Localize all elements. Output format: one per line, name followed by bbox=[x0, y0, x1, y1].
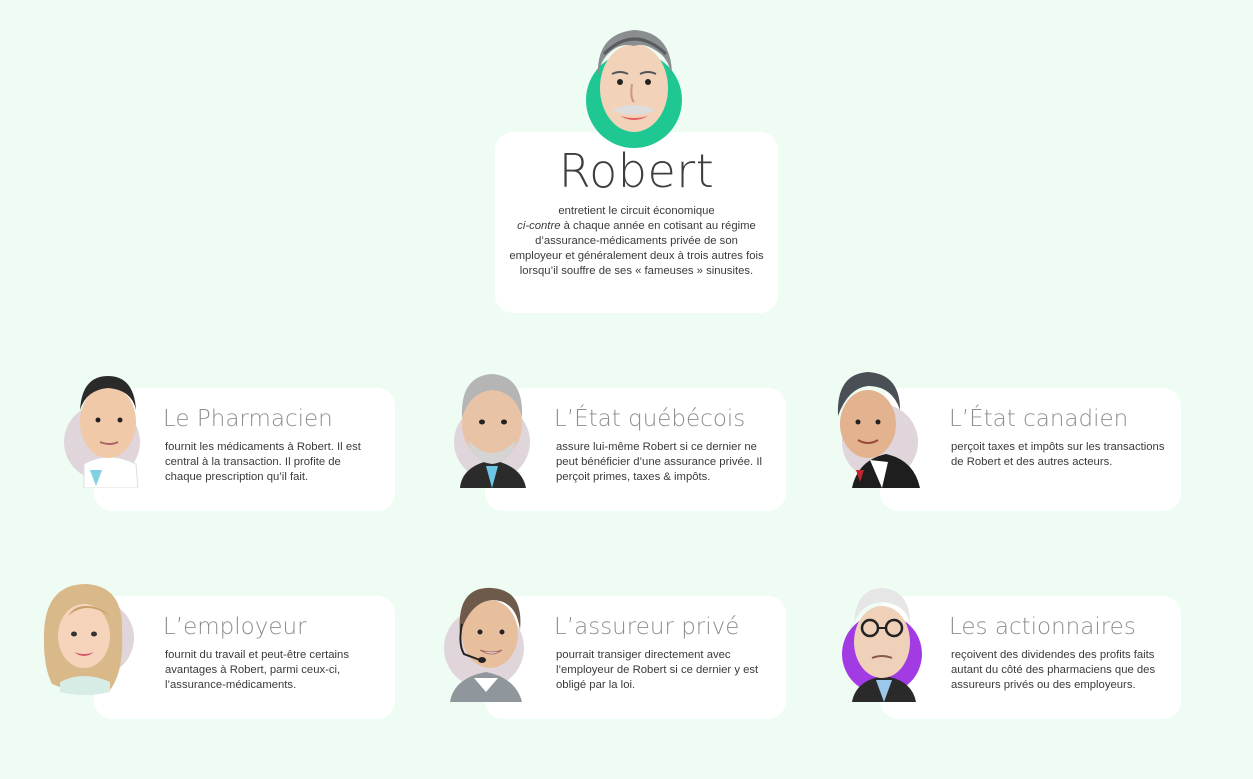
etat-quebecois-desc: assure lui-même Robert si ce dernier ne … bbox=[556, 441, 762, 483]
card-assureur-prive: L’assureur privé pourrait transiger dire… bbox=[485, 596, 786, 719]
employeur-desc: fournit du travail et peut-être certains… bbox=[165, 649, 349, 691]
robert-desc-italic: ci-contre bbox=[517, 220, 561, 232]
robert-description: entretient le circuit économique ci-cont… bbox=[509, 204, 764, 279]
etat-quebecois-title: L’État québécois bbox=[554, 406, 746, 432]
robert-desc-rest: à chaque année en cotisant au régime d’a… bbox=[509, 220, 764, 277]
card-employeur: L’employeur fournit du travail et peut-ê… bbox=[94, 596, 395, 719]
pharmacien-portrait bbox=[64, 376, 140, 488]
card-etat-canadien: L’État canadien perçoit taxes et impôts … bbox=[880, 388, 1181, 511]
actionnaires-title: Les actionnaires bbox=[949, 614, 1136, 640]
employeur-portrait bbox=[43, 584, 134, 695]
employeur-title: L’employeur bbox=[163, 614, 307, 640]
assureur-prive-desc: pourrait transiger directement avec l’em… bbox=[556, 649, 759, 691]
robert-card: Robert entretient le circuit économique … bbox=[495, 132, 778, 313]
robert-portrait bbox=[586, 30, 682, 148]
actionnaires-desc: reçoivent des dividendes des profits fai… bbox=[951, 649, 1156, 691]
robert-name: Robert bbox=[558, 144, 715, 198]
etat-quebecois-portrait bbox=[454, 374, 530, 488]
assureur-prive-portrait bbox=[444, 587, 524, 702]
etat-canadien-portrait bbox=[837, 372, 920, 488]
card-pharmacien: Le Pharmacien fournit les médicaments à … bbox=[94, 388, 395, 511]
card-etat-quebecois: L’État québécois assure lui-même Robert … bbox=[485, 388, 786, 511]
pharmacien-title: Le Pharmacien bbox=[163, 406, 333, 432]
actionnaires-portrait bbox=[842, 588, 922, 702]
assureur-prive-title: L’assureur privé bbox=[554, 614, 740, 640]
pharmacien-desc: fournit les médicaments à Robert. Il est… bbox=[165, 441, 361, 483]
etat-canadien-desc: perçoit taxes et impôts sur les transact… bbox=[951, 441, 1165, 468]
card-actionnaires: Les actionnaires reçoivent des dividende… bbox=[880, 596, 1181, 719]
robert-desc-line1: entretient le circuit économique bbox=[558, 205, 715, 217]
etat-canadien-title: L’État canadien bbox=[949, 406, 1129, 432]
